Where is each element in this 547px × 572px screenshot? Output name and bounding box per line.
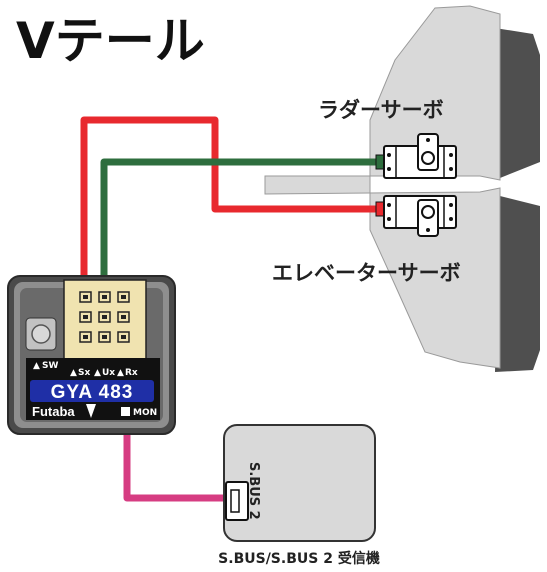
rudder-wire	[100, 158, 378, 275]
gyro-model-label: GYA 483	[51, 382, 134, 403]
tail-plane	[264, 5, 501, 369]
mon-label: MON	[133, 408, 157, 418]
triangle-logo-icon	[86, 404, 96, 418]
sw-label: SW	[42, 361, 58, 371]
port-ux-label: Ux	[102, 368, 115, 378]
rudder-servo-label: ラダーサーボ	[318, 98, 444, 122]
receiver-body	[223, 424, 376, 542]
upper-tail-fin	[495, 28, 540, 178]
mon-indicator	[121, 407, 130, 416]
svg-text:▲: ▲	[70, 368, 77, 378]
elevator-servo	[375, 195, 457, 237]
futaba-logo-text: Futaba	[32, 404, 75, 419]
lower-tail-fin	[495, 196, 540, 372]
svg-text:▲: ▲	[117, 368, 124, 378]
gyro-unit: ▲ SW ▲ Sx ▲ Ux ▲ Rx GYA 483 Futaba MON	[7, 275, 176, 435]
svg-text:▲: ▲	[33, 361, 40, 371]
elevator-servo-label: エレベーターサーボ	[272, 261, 461, 285]
sbus2-port-label: S.BUS 2	[246, 462, 261, 520]
rudder-servo	[375, 133, 457, 179]
elevator-wire	[80, 116, 378, 275]
receiver-unit: S.BUS 2	[223, 424, 376, 542]
v-tail-assembly	[264, 5, 540, 372]
receiver-caption: S.BUS/S.BUS 2 受信機	[218, 550, 380, 567]
port-sx-label: Sx	[78, 368, 90, 378]
svg-text:▲: ▲	[94, 368, 101, 378]
port-rx-label: Rx	[125, 368, 138, 378]
page-title: Vテール	[16, 12, 205, 70]
